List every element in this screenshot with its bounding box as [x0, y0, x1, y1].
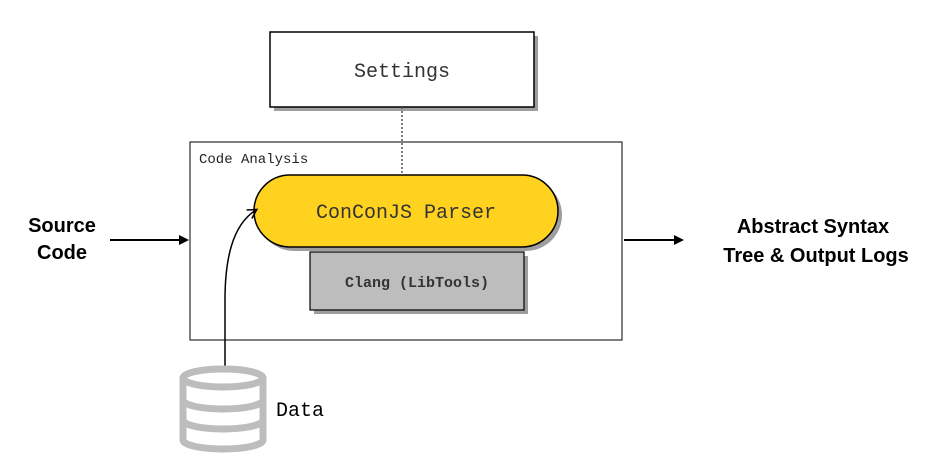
settings-box [269, 31, 535, 108]
clang-label: Clang (LibTools) [345, 275, 489, 292]
source-code-label-line2: Code [37, 242, 87, 264]
settings-label: Settings [354, 61, 450, 84]
output: Abstract Syntax Tree & Output Logs [624, 216, 909, 267]
code-analysis-box [189, 141, 623, 341]
output-label-line2: Tree & Output Logs [723, 245, 909, 267]
code-analysis-label: Code Analysis [199, 152, 308, 168]
output-label-line1: Abstract Syntax [737, 216, 889, 238]
data-to-parser-arrow [224, 208, 259, 372]
source-code-label-line1: Source [28, 215, 96, 237]
data-label: Data [276, 400, 324, 423]
source-code-input: Source Code [28, 215, 189, 264]
code-analysis-container: Code Analysis [189, 141, 623, 341]
clang-node: Clang (LibTools) [309, 251, 528, 314]
clang-box [309, 251, 525, 311]
database-icon [179, 365, 267, 453]
parser-node: ConConJS Parser [253, 174, 562, 251]
settings-node: Settings [269, 31, 538, 111]
parser-label: ConConJS Parser [316, 202, 496, 225]
